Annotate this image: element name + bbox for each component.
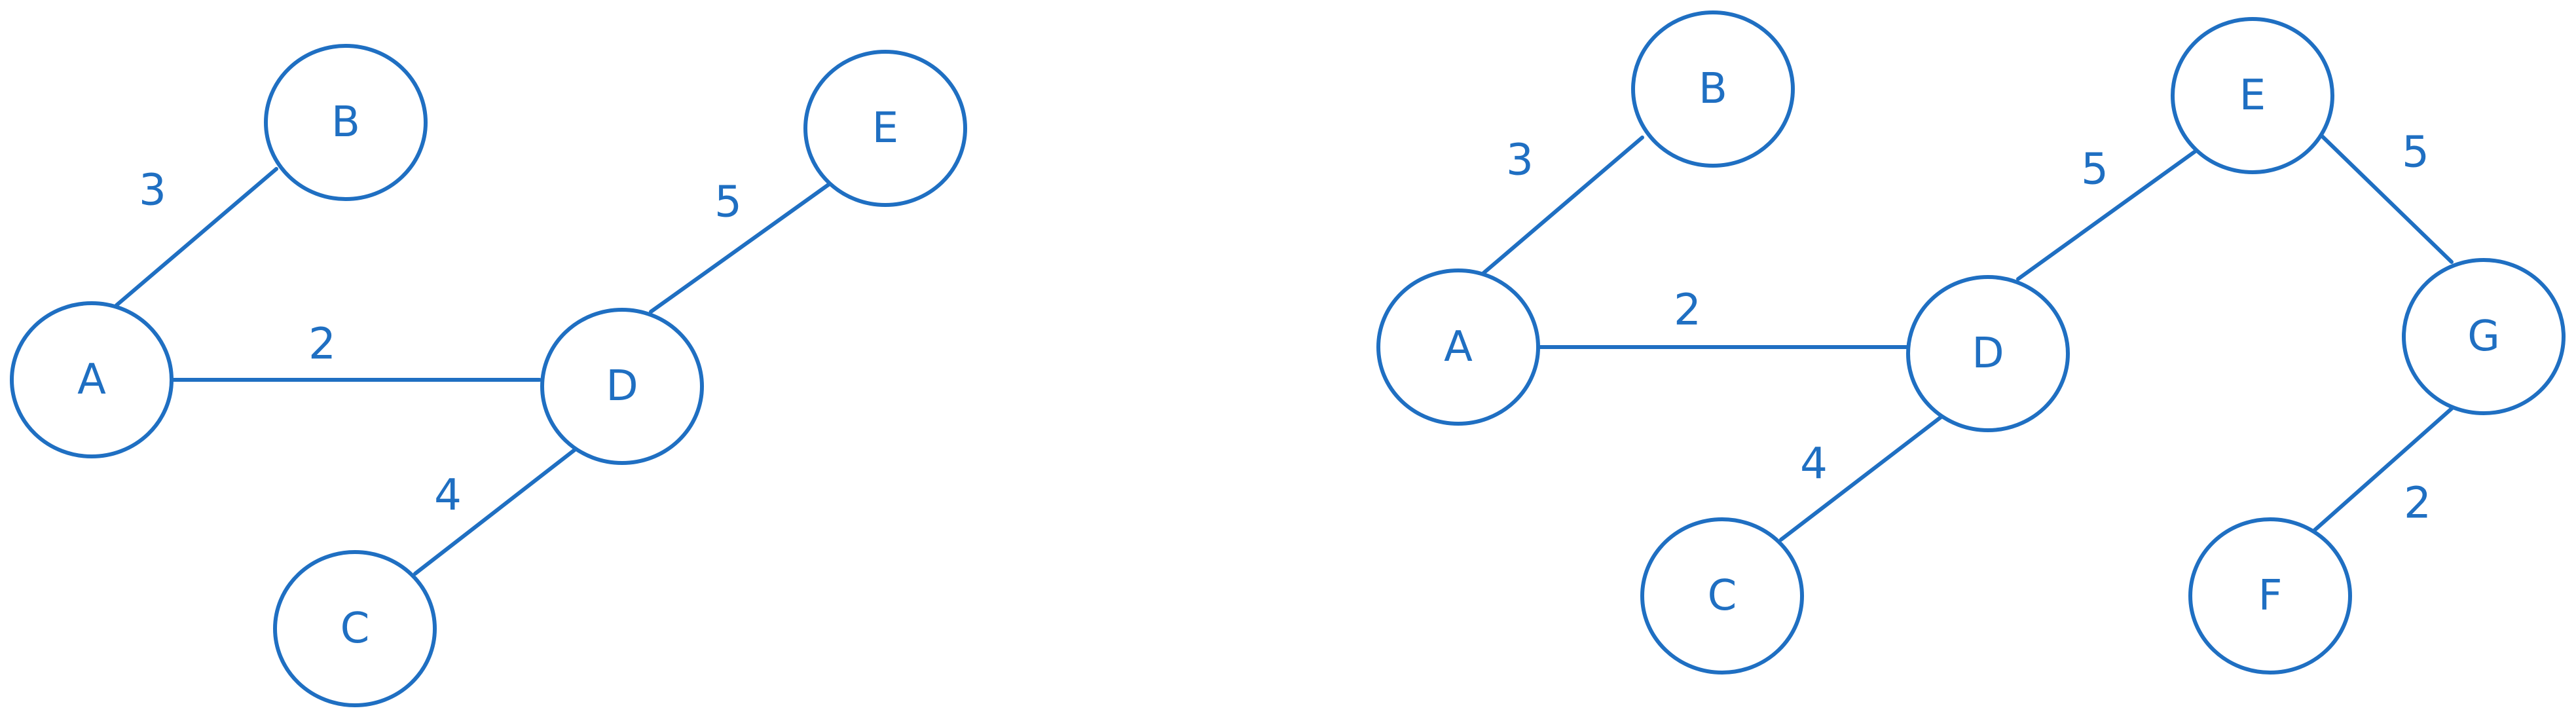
edge-d-e bbox=[649, 181, 832, 314]
edge-a-b bbox=[115, 167, 278, 307]
edge-d-c bbox=[1779, 413, 1945, 542]
edge-weight-a-b: 3 bbox=[139, 165, 166, 215]
node-circle-b bbox=[1631, 10, 1795, 168]
edge-weight-d-c: 4 bbox=[434, 470, 462, 521]
node-circle-c bbox=[1640, 517, 1804, 675]
node-circle-e bbox=[2171, 17, 2334, 174]
node-circle-d bbox=[1906, 275, 2070, 432]
node-label-f: F bbox=[2258, 572, 2283, 620]
node-g: G bbox=[2402, 258, 2566, 415]
node-circle-g bbox=[2402, 258, 2566, 415]
node-d: D bbox=[540, 308, 704, 465]
node-label-d: D bbox=[1972, 329, 2004, 378]
node-label-a: A bbox=[1444, 323, 1473, 371]
graph-left: 3 2 4 5A B C D E bbox=[10, 44, 967, 707]
edge-weight-a-d: 2 bbox=[1674, 285, 1701, 335]
node-circle-e bbox=[803, 50, 967, 207]
node-a: A bbox=[1376, 268, 1540, 426]
node-label-g: G bbox=[2467, 312, 2500, 361]
node-label-b: B bbox=[1699, 65, 1727, 113]
edge-weight-a-b: 3 bbox=[1506, 135, 1534, 185]
node-circle-a bbox=[10, 301, 174, 458]
node-c: C bbox=[273, 550, 437, 707]
node-label-e: E bbox=[2239, 71, 2266, 120]
node-d: D bbox=[1906, 275, 2070, 432]
node-circle-b bbox=[264, 44, 428, 201]
node-circle-d bbox=[540, 308, 704, 465]
edge-e-g bbox=[2315, 129, 2454, 264]
edge-a-b bbox=[1479, 136, 1644, 277]
edge-g-f bbox=[2311, 407, 2454, 534]
edge-weight-d-e: 5 bbox=[2081, 144, 2108, 194]
node-circle-c bbox=[273, 550, 437, 707]
node-label-a: A bbox=[77, 356, 106, 404]
node-e: E bbox=[803, 50, 967, 207]
node-b: B bbox=[264, 44, 428, 201]
node-label-d: D bbox=[606, 362, 638, 411]
node-label-e: E bbox=[872, 104, 898, 153]
edge-weight-e-g: 5 bbox=[2402, 127, 2429, 177]
node-label-b: B bbox=[331, 98, 360, 147]
node-e: E bbox=[2171, 17, 2334, 174]
node-label-c: C bbox=[1708, 572, 1737, 620]
node-label-c: C bbox=[340, 604, 370, 653]
node-f: F bbox=[2188, 517, 2352, 675]
node-c: C bbox=[1640, 517, 1804, 675]
edge-weight-d-c: 4 bbox=[1800, 439, 1828, 489]
node-a: A bbox=[10, 301, 174, 458]
edge-weight-d-e: 5 bbox=[714, 177, 742, 227]
edge-weight-g-f: 2 bbox=[2404, 478, 2431, 528]
edge-d-e bbox=[2016, 149, 2198, 281]
edge-d-c bbox=[413, 445, 581, 576]
node-b: B bbox=[1631, 10, 1795, 168]
node-circle-a bbox=[1376, 268, 1540, 426]
edge-weight-a-d: 2 bbox=[308, 319, 336, 369]
node-circle-f bbox=[2188, 517, 2352, 675]
